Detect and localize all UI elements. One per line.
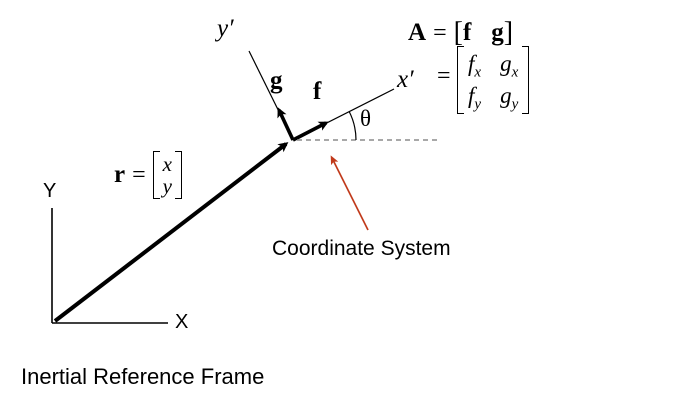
vector-r-line — [53, 142, 289, 323]
theta-label: θ — [360, 106, 372, 131]
vector-g-line — [277, 107, 295, 141]
A-symbol: A — [408, 19, 427, 46]
f-column-symbol: f — [462, 19, 472, 46]
y-prime-axis-label: y′ — [217, 15, 234, 42]
right-bracket — [174, 151, 182, 199]
A-matrix: fx gx fy gy — [457, 46, 530, 114]
equals-sign: = — [437, 63, 451, 89]
r-equation: r = x y — [114, 151, 182, 199]
matrix-entry-gx: gx — [500, 51, 519, 81]
equals-sign: = — [132, 161, 146, 188]
r-symbol: r — [114, 161, 126, 188]
matrix-right-bracket — [522, 46, 530, 114]
open-bracket: [ — [453, 17, 463, 48]
g-column-symbol: g — [491, 19, 504, 46]
matrix-entry-fx: fx — [468, 51, 482, 81]
f-vector-label: f — [313, 78, 322, 105]
equals-sign: = — [433, 19, 447, 46]
r-x-component: x — [162, 152, 172, 176]
r-column-vector: x y — [160, 152, 175, 198]
g-vector-label: g — [270, 67, 283, 94]
inertial-frame-caption: Inertial Reference Frame — [21, 364, 265, 389]
inertial-y-axis-label: Y — [43, 180, 57, 202]
left-bracket — [152, 151, 160, 199]
theta-angle-arc — [348, 111, 357, 141]
matrix-entry-fy: fy — [468, 83, 482, 113]
vector-f-line — [292, 121, 329, 142]
coordinate-system-caption: Coordinate System — [272, 237, 451, 260]
matrix-entry-gy: gy — [500, 83, 519, 113]
r-y-component: y — [162, 174, 172, 198]
annotation-arrow — [330, 155, 369, 231]
A-definition-equation: A = [ f g ] — [408, 17, 513, 49]
matrix-entries: fx gx fy gy — [464, 46, 522, 114]
matrix-left-bracket — [457, 46, 464, 114]
inertial-x-axis-label: X — [175, 311, 189, 333]
x-prime-axis-label: x′ — [397, 66, 414, 93]
close-bracket: ] — [503, 17, 514, 48]
